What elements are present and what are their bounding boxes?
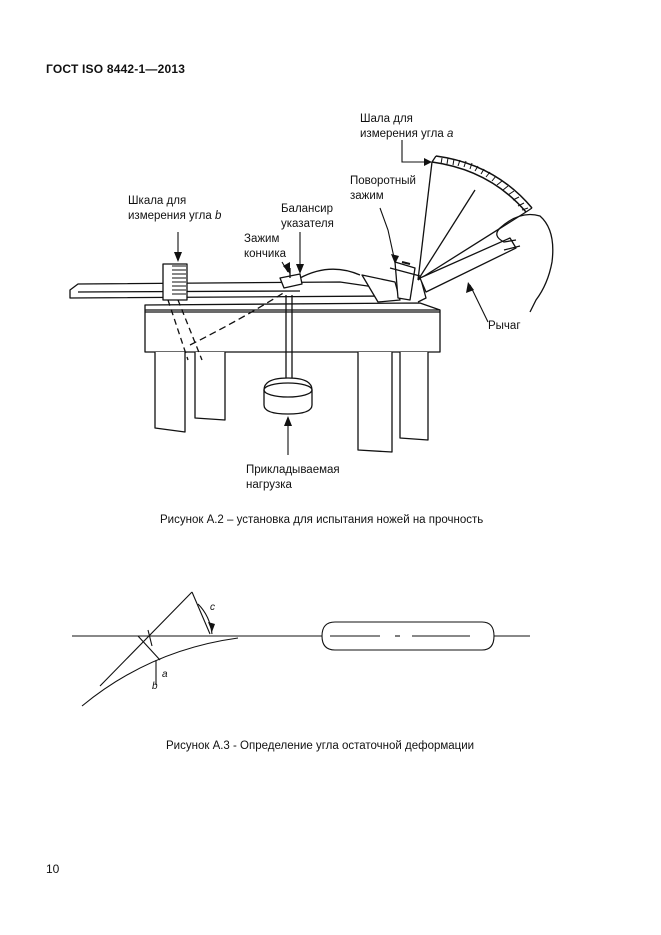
rotary-clamp bbox=[361, 274, 401, 303]
document-header: ГОСТ ISO 8442-1—2013 bbox=[46, 62, 186, 76]
label-a: a bbox=[162, 669, 168, 680]
hand bbox=[496, 213, 554, 313]
label-balancer: Балансир указателя bbox=[281, 203, 334, 230]
table-leg-front-right bbox=[357, 352, 393, 453]
leader-lever bbox=[469, 284, 489, 323]
label-tip-clamp: Зажим кончика bbox=[244, 233, 287, 260]
figure-a2-drawing bbox=[69, 140, 554, 455]
deflected-curve bbox=[81, 637, 239, 707]
pointer-balancer-arc bbox=[299, 268, 361, 279]
table-leg-back-right bbox=[399, 352, 429, 441]
figure-a3-caption: Рисунок А.3 - Определение угла остаточно… bbox=[166, 740, 475, 752]
label-rotary-clamp: Поворотный зажим bbox=[350, 175, 416, 202]
scale-a-arc bbox=[431, 161, 527, 213]
leader-scale-a bbox=[401, 140, 430, 163]
leader-rotary-clamp bbox=[379, 207, 396, 263]
table-leg-front-left bbox=[154, 352, 186, 433]
label-load: Прикладываемая нагрузка bbox=[246, 464, 340, 491]
table-leg-back-left bbox=[194, 352, 226, 421]
label-scale-a: Шала для измерения угла a bbox=[360, 113, 454, 140]
scale-b-dashed-arc bbox=[177, 299, 203, 361]
figure-a2-caption: Рисунок А.2 – установка для испытания но… bbox=[160, 514, 484, 526]
label-b: b bbox=[152, 681, 158, 692]
knife-outline bbox=[321, 621, 495, 651]
deflected-blade-dashed bbox=[189, 291, 286, 346]
page-number: 10 bbox=[46, 862, 60, 876]
load-weight bbox=[263, 377, 313, 415]
label-lever: Рычаг bbox=[488, 320, 521, 332]
tip-clamp bbox=[279, 273, 303, 289]
lever bbox=[419, 237, 517, 293]
label-scale-b: Шкала для измерения угла b bbox=[128, 195, 222, 222]
knife-blade bbox=[69, 281, 396, 299]
label-c: c bbox=[210, 602, 215, 613]
